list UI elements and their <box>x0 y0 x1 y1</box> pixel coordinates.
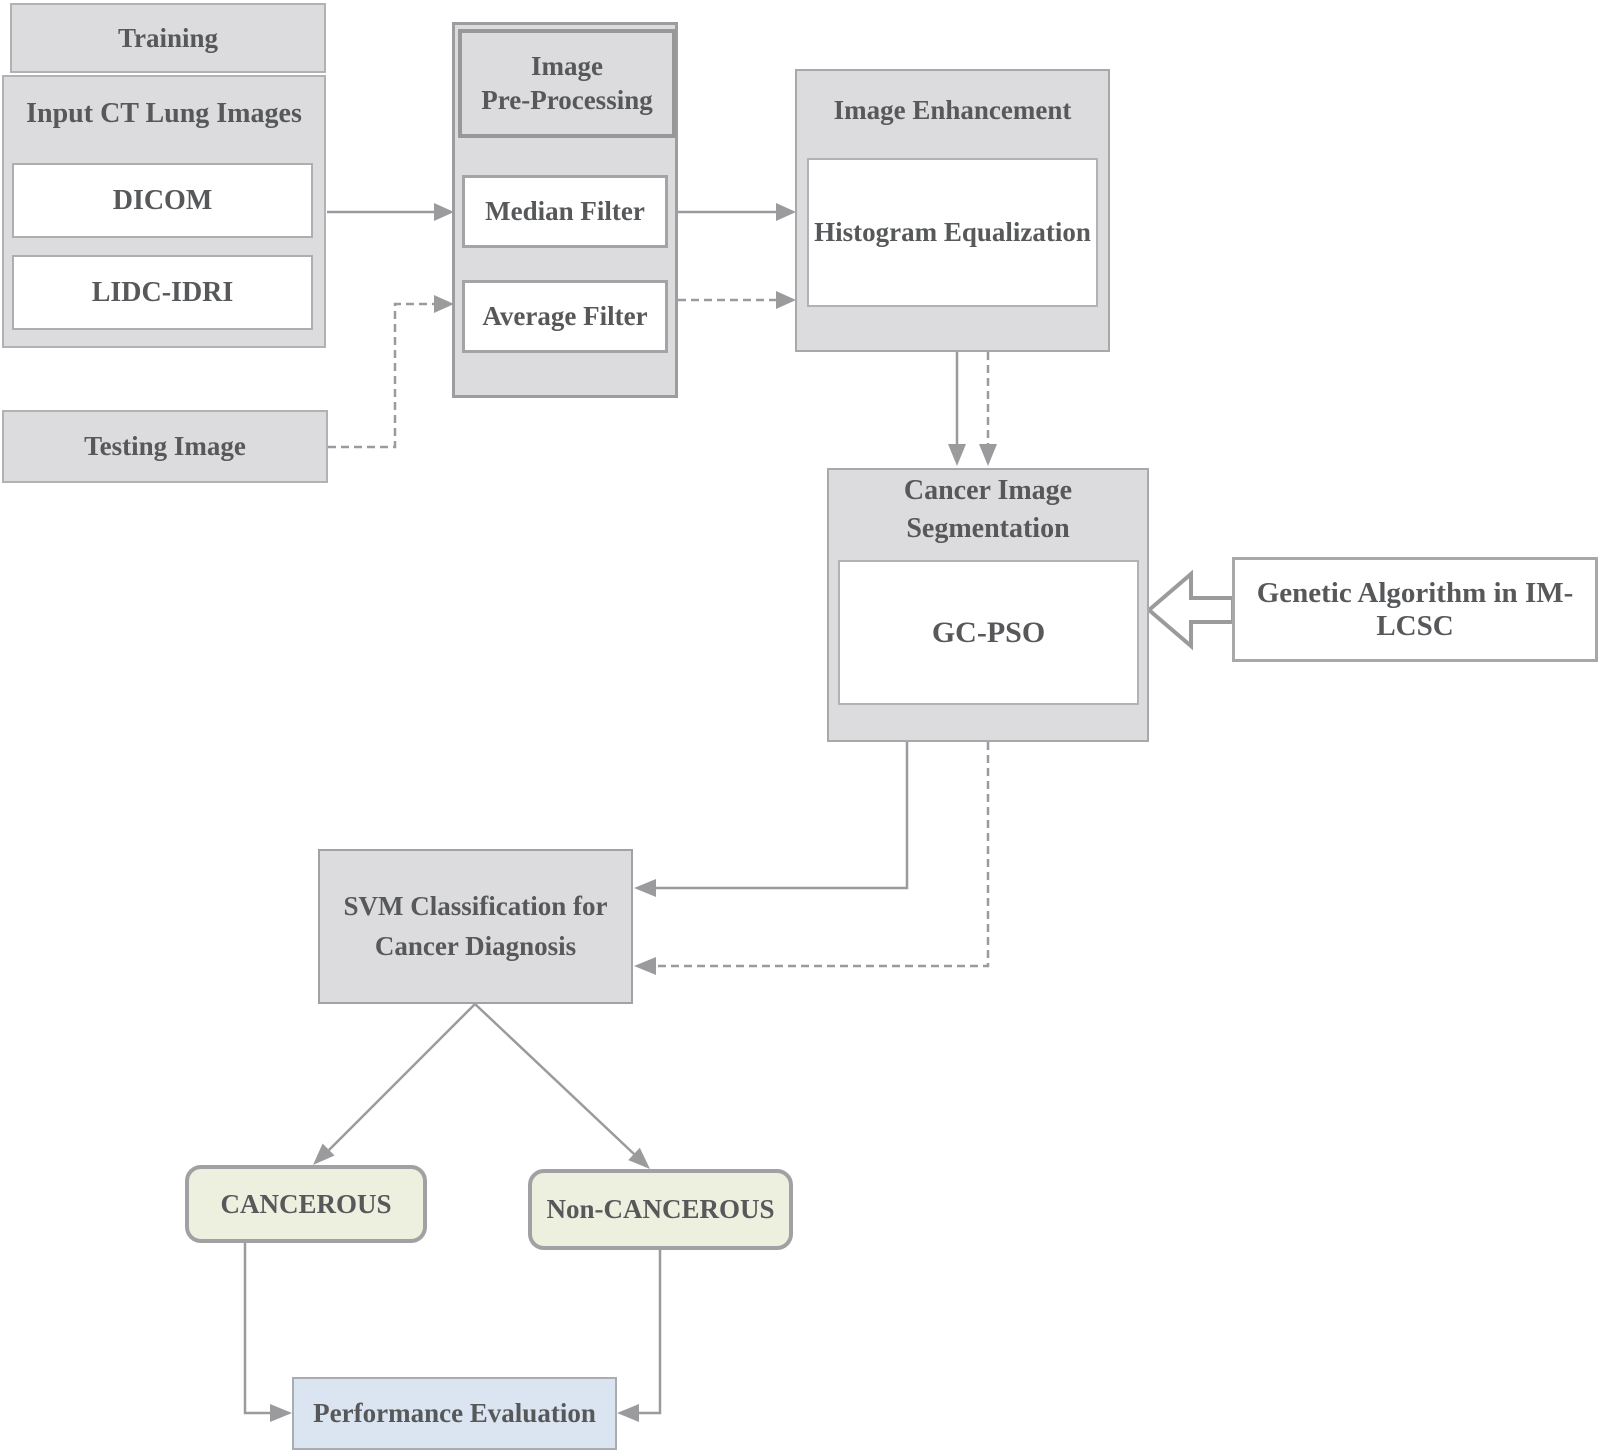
arrowhead-into-evaluation-right <box>617 1404 639 1422</box>
node-testing-image-label: Testing Image <box>84 431 246 461</box>
arrowhead-into-cancerous <box>313 1143 335 1165</box>
arrowhead-into-median <box>434 203 454 221</box>
node-median-filter-label: Median Filter <box>485 196 645 226</box>
arrowhead-into-segmentation-dashed <box>979 444 997 466</box>
node-image-preprocessing-label: Image Pre-Processing <box>481 50 653 115</box>
arrowhead-into-svm-solid <box>634 879 656 897</box>
node-average-filter: Average Filter <box>462 280 668 353</box>
arrowhead-into-noncancerous <box>628 1147 650 1169</box>
node-non-cancerous-label: Non-CANCEROUS <box>546 1194 775 1224</box>
connector-svm-to-cancerous <box>328 1003 476 1151</box>
connector-noncancerous-to-evaluation <box>635 1250 662 1415</box>
connector-testing-to-average <box>328 302 438 449</box>
node-input-ct-lung-images-label: Input CT Lung Images <box>26 98 302 129</box>
arrowhead-into-enhancement-solid <box>776 203 796 221</box>
node-lidc-idri-label: LIDC-IDRI <box>91 276 234 308</box>
node-genetic-algorithm-label: Genetic Algorithm in IM-LCSC <box>1256 576 1574 642</box>
connector-svm-to-noncancerous <box>474 1003 635 1155</box>
arrowhead-into-svm-dashed <box>634 957 656 975</box>
node-histogram-equalization: Histogram Equalization <box>807 158 1098 307</box>
connector-cancerous-to-evaluation <box>243 1243 274 1415</box>
node-dicom: DICOM <box>12 163 313 238</box>
connector-segmentation-to-svm-dashed <box>650 742 990 968</box>
node-performance-evaluation-label: Performance Evaluation <box>313 1398 596 1428</box>
arrowhead-into-average <box>434 295 454 313</box>
arrowhead-into-segmentation-solid <box>948 444 966 466</box>
node-image-enhancement-label: Image Enhancement <box>833 95 1072 125</box>
node-genetic-algorithm: Genetic Algorithm in IM-LCSC <box>1232 557 1598 662</box>
node-histogram-equalization-label: Histogram Equalization <box>814 217 1091 247</box>
node-non-cancerous: Non-CANCEROUS <box>528 1169 793 1250</box>
node-training-label: Training <box>117 22 219 53</box>
node-svm-classification-label: SVM Classification for Cancer Diagnosis <box>343 891 608 961</box>
node-cancerous-label: CANCEROUS <box>220 1188 392 1219</box>
arrowhead-into-enhancement-dashed <box>776 291 796 309</box>
node-median-filter: Median Filter <box>462 175 668 248</box>
node-training: Training <box>10 3 326 73</box>
node-svm-classification: SVM Classification for Cancer Diagnosis <box>318 849 633 1004</box>
node-cancerous: CANCEROUS <box>185 1165 427 1243</box>
node-performance-evaluation: Performance Evaluation <box>292 1377 617 1450</box>
node-average-filter-label: Average Filter <box>482 301 648 331</box>
block-arrow-genetic-to-gcpso <box>1145 569 1235 651</box>
node-testing-image: Testing Image <box>2 410 328 483</box>
connector-segmentation-to-svm-solid <box>650 742 909 890</box>
node-image-preprocessing-header: Image Pre-Processing <box>458 29 676 138</box>
node-gc-pso: GC-PSO <box>838 560 1139 705</box>
node-cancer-image-segmentation-label: Cancer Image Segmentation <box>903 475 1073 544</box>
arrowhead-into-evaluation-left <box>270 1404 292 1422</box>
node-lidc-idri: LIDC-IDRI <box>12 255 313 330</box>
node-gc-pso-label: GC-PSO <box>931 615 1046 649</box>
node-dicom-label: DICOM <box>112 184 213 216</box>
